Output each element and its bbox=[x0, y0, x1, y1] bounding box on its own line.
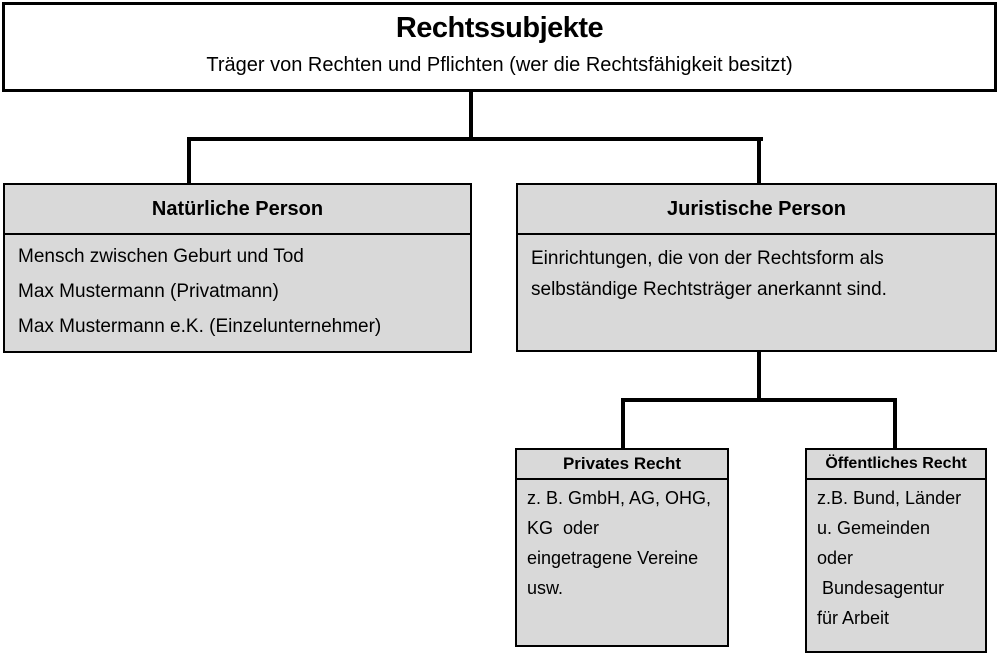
juristische-person-header: Juristische Person bbox=[518, 185, 995, 235]
node-oeffentliches-recht: Öffentliches Recht z.B. Bund, Länder u. … bbox=[805, 448, 987, 653]
natuerliche-person-line: Max Mustermann e.K. (Einzelunternehmer) bbox=[18, 316, 382, 337]
root-subtitle: Träger von Rechten und Pflichten (wer di… bbox=[206, 54, 793, 76]
juristische-person-line: Einrichtungen, die von der Rechtsform al… bbox=[531, 248, 884, 269]
privates-recht-line: eingetragene Vereine bbox=[527, 548, 699, 568]
privates-recht-header: Privates Recht bbox=[517, 450, 727, 480]
root-title: Rechtssubjekte bbox=[395, 12, 604, 44]
privates-recht-body: z. B. GmbH, AG, OHG, KG oder eingetragen… bbox=[517, 480, 727, 606]
root-node-rechtssubjekte: Rechtssubjekte Träger von Rechten und Pf… bbox=[2, 2, 997, 92]
connector-to-juristische bbox=[757, 139, 761, 184]
connector-to-privates-recht bbox=[621, 400, 625, 448]
juristische-person-line: selbständige Rechtsträger anerkannt sind… bbox=[531, 279, 887, 300]
node-juristische-person: Juristische Person Einrichtungen, die vo… bbox=[516, 183, 997, 352]
oeffentliches-recht-line: Bundesagentur bbox=[817, 578, 945, 598]
oeffentliches-recht-header: Öffentliches Recht bbox=[807, 450, 985, 480]
oeffentliches-recht-line: z.B. Bund, Länder bbox=[817, 488, 962, 508]
oeffentliches-recht-line: für Arbeit bbox=[817, 608, 890, 628]
oeffentliches-recht-body: z.B. Bund, Länder u. Gemeinden oder Bund… bbox=[807, 480, 985, 636]
natuerliche-person-line: Max Mustermann (Privatmann) bbox=[18, 281, 279, 302]
natuerliche-person-body: Mensch zwischen Geburt und Tod Max Muste… bbox=[5, 235, 470, 356]
node-privates-recht: Privates Recht z. B. GmbH, AG, OHG, KG o… bbox=[515, 448, 729, 647]
natuerliche-person-line: Mensch zwischen Geburt und Tod bbox=[18, 246, 304, 267]
oeffentliches-recht-line: oder bbox=[817, 548, 854, 568]
connector-juristische-stem bbox=[757, 352, 761, 400]
connector-level2-horizontal bbox=[621, 398, 897, 402]
connector-to-oeffentliches-recht bbox=[893, 400, 897, 448]
privates-recht-line: z. B. GmbH, AG, OHG, bbox=[527, 488, 712, 508]
juristische-person-body: Einrichtungen, die von der Rechtsform al… bbox=[518, 235, 995, 313]
node-natuerliche-person: Natürliche Person Mensch zwischen Geburt… bbox=[3, 183, 472, 353]
privates-recht-line: KG oder bbox=[527, 518, 600, 538]
connector-root-stem bbox=[469, 92, 473, 139]
oeffentliches-recht-line: u. Gemeinden bbox=[817, 518, 931, 538]
connector-level1-horizontal bbox=[187, 137, 763, 141]
connector-to-natuerliche bbox=[187, 139, 191, 184]
privates-recht-line: usw. bbox=[527, 578, 564, 598]
natuerliche-person-header: Natürliche Person bbox=[5, 185, 470, 235]
